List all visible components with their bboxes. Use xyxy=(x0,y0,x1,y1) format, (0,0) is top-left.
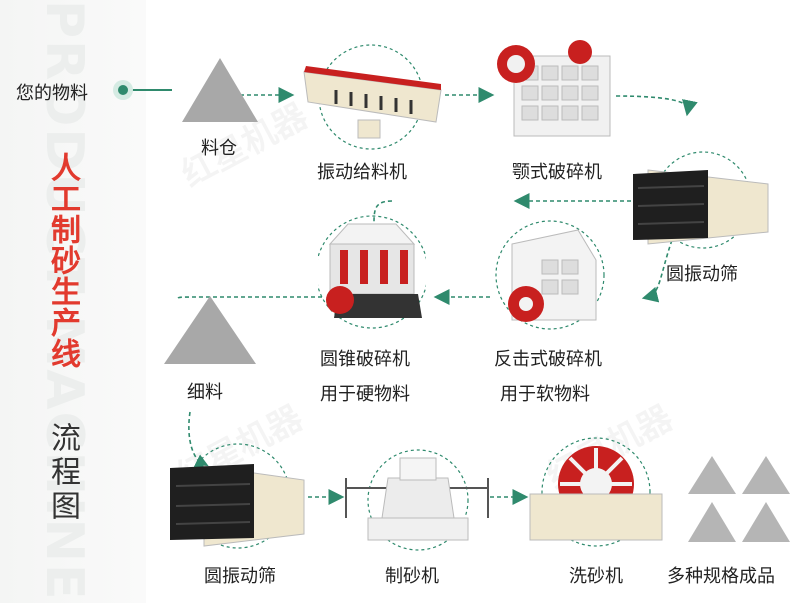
cone-crusher-machine-icon xyxy=(318,215,426,329)
step-fine-label: 细料 xyxy=(187,382,223,403)
step-hopper-label: 料仓 xyxy=(201,138,237,159)
step-screen2-label: 圆振动筛 xyxy=(204,566,276,587)
process-title: 人工制砂生产线 xyxy=(45,152,80,369)
sand-washer-machine-icon xyxy=(529,437,663,547)
sand-making-machine-icon xyxy=(345,449,489,551)
sidebar-watermark: PRODUCT MACHINE xyxy=(34,0,94,602)
vibrating-feeder-machine-icon xyxy=(303,44,442,150)
input-dot-icon xyxy=(113,80,133,100)
impact-crusher-machine-icon xyxy=(495,220,605,330)
jaw-crusher-machine-icon xyxy=(497,40,611,137)
step-impact-note: 用于软物料 xyxy=(500,384,590,405)
step-feeder-label: 振动给料机 xyxy=(317,162,407,183)
hopper-pile-icon xyxy=(182,58,258,122)
process-subtitle: 流程图 xyxy=(45,422,80,524)
step-products-label: 多种规格成品 xyxy=(667,566,775,587)
step-cone-label: 圆锥破碎机 xyxy=(320,349,410,370)
fine-material-pile-icon xyxy=(164,296,256,364)
input-material-label: 您的物料 xyxy=(16,83,88,104)
vibrating-screen-machine-icon-2 xyxy=(170,443,305,549)
step-cone-note: 用于硬物料 xyxy=(320,384,410,405)
step-screen1-label: 圆振动筛 xyxy=(666,264,738,285)
step-washer-label: 洗砂机 xyxy=(569,566,623,587)
step-impact-label: 反击式破碎机 xyxy=(494,349,602,370)
step-jaw-label: 颚式破碎机 xyxy=(512,162,602,183)
final-products-pile-icon xyxy=(688,456,790,542)
step-sandmaker-label: 制砂机 xyxy=(385,566,439,587)
vibrating-screen-machine-icon xyxy=(633,151,769,249)
sidebar: PRODUCT MACHINE 人工制砂生产线 流程图 xyxy=(0,0,146,603)
